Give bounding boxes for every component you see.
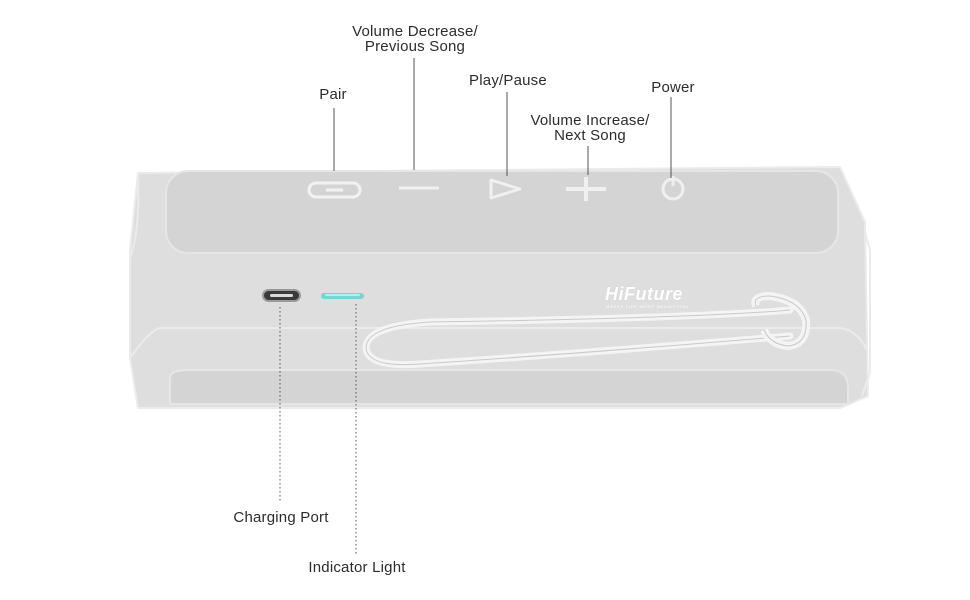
label-volume-increase: Volume Increase/ Next Song: [500, 113, 680, 143]
leader-lines: [279, 58, 672, 554]
power-icon: [661, 176, 685, 201]
label-power: Power: [651, 79, 695, 96]
plus-icon: [566, 177, 606, 201]
grille-panel: [169, 369, 849, 405]
pair-icon: [307, 181, 362, 199]
speaker-body: [129, 165, 871, 409]
label-play-pause: Play/Pause: [469, 72, 547, 89]
label-volume-increase-line-2: Next Song: [554, 127, 626, 144]
label-volume-decrease-line-2: Previous Song: [364, 38, 466, 55]
indicator-light-icon: [321, 293, 364, 299]
play-icon: [489, 178, 522, 200]
brand-logo: HiFuture: [605, 284, 683, 304]
usb-c-port-icon: [262, 289, 301, 302]
label-pair: Pair: [319, 86, 347, 103]
brand-tagline: MAKES LIFE MORE DELIGHTFUL: [606, 304, 690, 309]
label-volume-increase-line-1: Volume Increase/: [530, 112, 650, 129]
label-indicator-light: Indicator Light: [308, 559, 406, 576]
label-charging-port: Charging Port: [233, 509, 329, 526]
label-volume-decrease: Volume Decrease/ Previous Song: [320, 24, 510, 54]
strap: [362, 291, 811, 369]
label-volume-decrease-line-1: Volume Decrease/: [352, 23, 478, 40]
